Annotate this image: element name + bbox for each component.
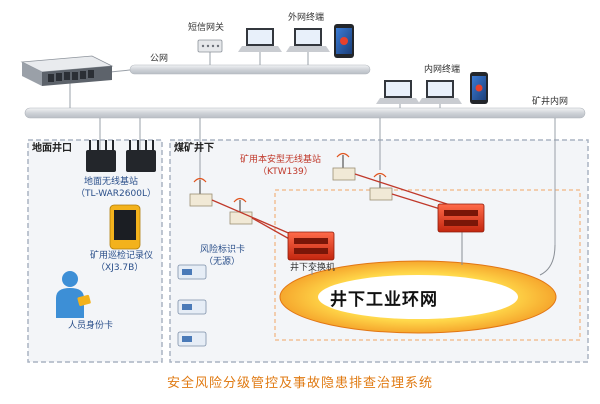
- mine-intranet-label: 矿井内网: [532, 97, 569, 107]
- laptop-icon: [376, 80, 420, 104]
- router-icon: [86, 140, 116, 172]
- safe-base-model: （KTW139）: [258, 167, 313, 177]
- internal-terminal-label: 内网终端: [424, 65, 461, 75]
- server-icon: [20, 55, 114, 86]
- card-icon: [177, 331, 207, 347]
- patrol-recorder-model: （XJ3.7B）: [96, 263, 144, 273]
- wireless-base-model: （TL-WAR2600L）: [76, 189, 156, 199]
- public-network-bar: [129, 64, 371, 75]
- card-icon: [177, 264, 207, 280]
- underground-title: 煤矿井下: [174, 143, 214, 154]
- phone-icon: [334, 24, 354, 58]
- sms-gateway-label: 短信网关: [188, 23, 225, 33]
- laptop-icon: [238, 28, 282, 52]
- ring-network-inner: [318, 275, 518, 319]
- person-icon: [56, 271, 91, 318]
- surface-panel: [27, 139, 163, 363]
- safe-base-label: 矿用本安型无线基站: [240, 155, 322, 165]
- gateway-icon: [197, 39, 223, 53]
- risk-card-note: （无源）: [204, 257, 241, 267]
- antenna-icon: [332, 152, 356, 181]
- laptop-icon: [418, 80, 462, 104]
- id-card-label: 人员身份卡: [68, 321, 114, 331]
- ring-network-label: 井下工业环网: [330, 290, 438, 310]
- patrol-recorder-label: 矿用巡检记录仪: [90, 251, 154, 261]
- public-network-label: 公网: [150, 54, 169, 64]
- router-icon: [126, 140, 156, 172]
- switch-connectors: [311, 232, 556, 276]
- bar-connectors: [69, 52, 556, 245]
- mine-intranet-bar: [24, 107, 586, 119]
- laptop-icon: [286, 28, 330, 52]
- risk-card-label: 风险标识卡: [200, 245, 246, 255]
- external-terminal-label: 外网终端: [288, 13, 325, 23]
- diagram-caption: 安全风险分级管控及事故隐患排查治理系统: [166, 376, 433, 391]
- ring-region: [274, 189, 581, 341]
- wireless-base-label: 地面无线基站: [84, 177, 139, 187]
- switch-label: 井下交换机: [290, 263, 336, 273]
- tablet-icon: [109, 204, 141, 250]
- card-icon: [177, 299, 207, 315]
- phone-icon: [470, 72, 488, 104]
- switch-icon: [287, 231, 335, 261]
- switch-icon: [437, 203, 485, 233]
- surface-title: 地面井口: [32, 143, 72, 154]
